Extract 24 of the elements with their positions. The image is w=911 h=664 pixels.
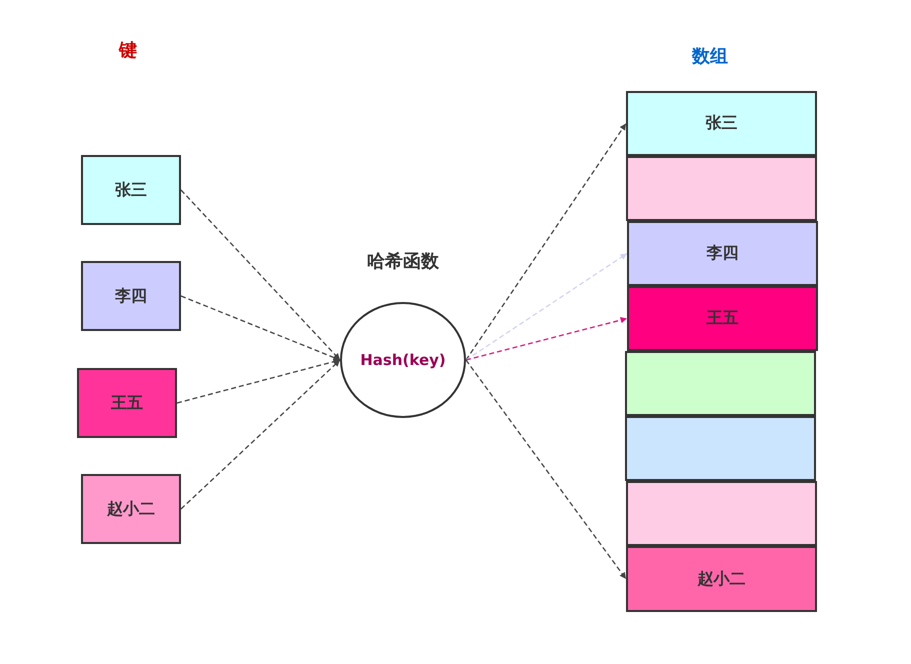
array-cell: 赵小二 (626, 546, 817, 612)
array-cell: 李四 (627, 221, 818, 286)
arrow (465, 360, 627, 580)
hash-function-circle: Hash(key) (340, 302, 466, 418)
arrow (180, 190, 340, 360)
key-box: 赵小二 (81, 474, 181, 544)
array-cell (625, 416, 816, 481)
array-cell: 王五 (627, 286, 818, 351)
array-cell: 张三 (626, 91, 817, 156)
arrow (466, 252, 628, 361)
arrow (180, 295, 340, 361)
array-cell (626, 156, 817, 221)
array-cell (626, 481, 817, 546)
arrow (466, 316, 628, 361)
key-box: 李四 (81, 261, 181, 331)
column-heading: 数组 (692, 45, 728, 68)
key-box: 王五 (77, 368, 177, 438)
arrow (465, 123, 627, 360)
function-heading: 哈希函数 (367, 250, 439, 273)
column-heading: 键 (119, 39, 137, 62)
arrow (180, 360, 340, 510)
arrow (176, 358, 340, 404)
array-cell (625, 351, 816, 416)
key-box: 张三 (81, 155, 181, 225)
